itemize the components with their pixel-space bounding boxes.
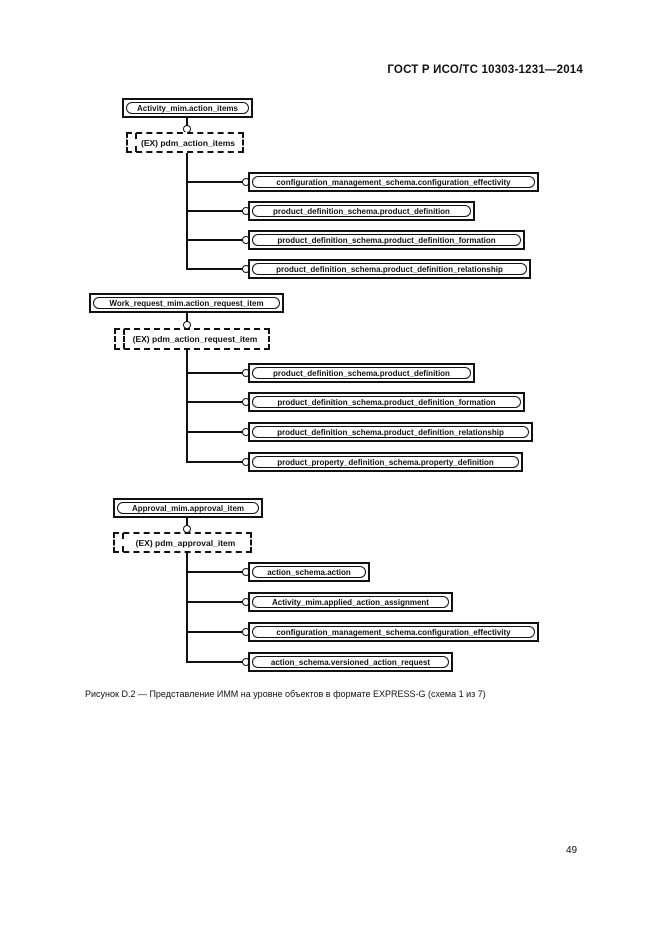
- parent-node: Work_request_mim.action_request_item: [89, 293, 284, 313]
- child-node-label: product_definition_schema.product_defini…: [252, 396, 521, 408]
- child-node-label: action_schema.action: [252, 566, 366, 578]
- trunk-line: [186, 350, 188, 463]
- child-node: product_definition_schema.product_defini…: [248, 422, 533, 442]
- connector-line: [186, 117, 188, 126]
- child-node: product_definition_schema.product_defini…: [248, 392, 525, 412]
- subtype-node-label: (EX) pdm_action_request_item: [132, 334, 258, 344]
- branch-line: [187, 239, 243, 241]
- child-node: action_schema.action: [248, 562, 370, 582]
- subtype-left-rule: [123, 329, 125, 349]
- child-node: product_definition_schema.product_defini…: [248, 363, 475, 383]
- figure-caption: Рисунок D.2 — Представление ИММ на уровн…: [85, 689, 486, 699]
- page-number: 49: [566, 845, 578, 856]
- subtype-left-rule: [122, 533, 124, 552]
- branch-line: [187, 268, 243, 270]
- child-node: Activity_mim.applied_action_assignment: [248, 592, 453, 612]
- subtype-node: (EX) pdm_action_items: [126, 132, 244, 153]
- child-node: configuration_management_schema.configur…: [248, 172, 539, 192]
- parent-node-label: Approval_mim.approval_item: [117, 502, 259, 514]
- branch-line: [187, 181, 243, 183]
- branch-line: [187, 401, 243, 403]
- parent-node: Approval_mim.approval_item: [113, 498, 263, 518]
- document-header: ГОСТ Р ИСО/ТС 10303-1231—2014: [387, 64, 583, 76]
- child-node-label: configuration_management_schema.configur…: [252, 176, 535, 188]
- parent-node-label: Work_request_mim.action_request_item: [93, 297, 280, 309]
- trunk-line: [186, 553, 188, 663]
- child-node-label: product_definition_schema.product_defini…: [252, 426, 529, 438]
- child-node: product_property_definition_schema.prope…: [248, 452, 523, 472]
- connector-line: [186, 313, 188, 322]
- branch-line: [187, 372, 243, 374]
- child-node-label: product_property_definition_schema.prope…: [252, 456, 519, 468]
- branch-line: [187, 571, 243, 573]
- child-node-label: product_definition_schema.product_defini…: [252, 205, 471, 217]
- connector-line: [186, 518, 188, 526]
- branch-line: [187, 661, 243, 663]
- child-node: product_definition_schema.product_defini…: [248, 259, 531, 279]
- child-node-label: product_definition_schema.product_defini…: [252, 263, 527, 275]
- branch-line: [187, 210, 243, 212]
- branch-line: [187, 601, 243, 603]
- child-node-label: Activity_mim.applied_action_assignment: [252, 596, 449, 608]
- child-node: product_definition_schema.product_defini…: [248, 201, 475, 221]
- child-node-label: product_definition_schema.product_defini…: [252, 367, 471, 379]
- branch-line: [187, 461, 243, 463]
- child-node: product_definition_schema.product_defini…: [248, 230, 525, 250]
- child-node: action_schema.versioned_action_request: [248, 652, 453, 672]
- child-node-label: configuration_management_schema.configur…: [252, 626, 535, 638]
- subtype-node: (EX) pdm_approval_item: [113, 532, 252, 553]
- subtype-node-label: (EX) pdm_action_items: [141, 137, 235, 148]
- parent-node: Activity_mim.action_items: [122, 98, 253, 118]
- branch-line: [187, 431, 243, 433]
- subtype-left-rule: [135, 133, 137, 152]
- child-node-label: product_definition_schema.product_defini…: [252, 234, 521, 246]
- subtype-node: (EX) pdm_action_request_item: [114, 328, 270, 350]
- subtype-node-label: (EX) pdm_approval_item: [135, 537, 236, 548]
- child-node: configuration_management_schema.configur…: [248, 622, 539, 642]
- child-node-label: action_schema.versioned_action_request: [252, 656, 449, 668]
- branch-line: [187, 631, 243, 633]
- parent-node-label: Activity_mim.action_items: [126, 102, 249, 114]
